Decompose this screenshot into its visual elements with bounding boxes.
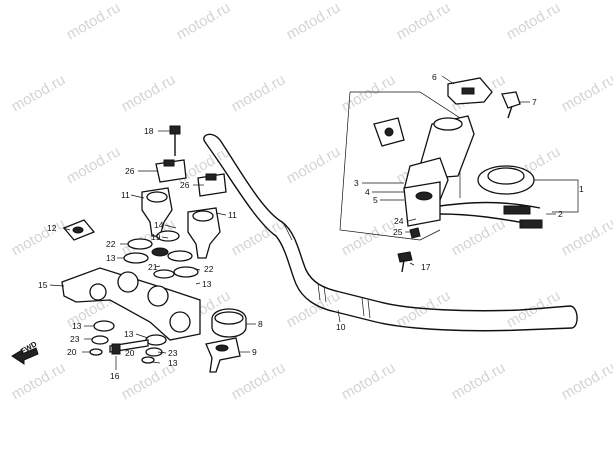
watermark-text: motod.ru (229, 71, 289, 115)
watermark-text: motod.ru (229, 359, 289, 403)
part-label-22-a: 22 (106, 239, 116, 249)
part-label-24: 24 (394, 216, 404, 226)
key-7 (501, 91, 521, 119)
part-label-13-d: 13 (124, 329, 134, 339)
part-label-7: 7 (532, 97, 537, 107)
part-label-23-b: 23 (168, 348, 178, 358)
part-label-25: 25 (393, 227, 403, 237)
watermark-text: motod.ru (284, 143, 344, 187)
part-label-8: 8 (258, 319, 263, 329)
watermark-text: motod.ru (9, 359, 69, 403)
part-label-3: 3 (354, 178, 359, 188)
damper-rubbers (123, 230, 199, 279)
part-label-19: 19 (151, 232, 161, 242)
watermark-text: motod.ru (284, 0, 344, 43)
watermark-text: motod.ru (449, 215, 509, 259)
part-label-26-right: 26 (180, 180, 190, 190)
part-label-5: 5 (373, 195, 378, 205)
watermark-text: motod.ru (449, 359, 509, 403)
screw-17 (397, 251, 413, 273)
watermark-text: motod.ru (339, 359, 399, 403)
key-cover-6 (447, 77, 493, 105)
ignition-switch-body (403, 115, 475, 227)
watermark-text: motod.ru (174, 0, 234, 43)
part-label-16: 16 (110, 371, 120, 381)
part-label-20-b: 20 (125, 348, 135, 358)
watermark-text: motod.ru (559, 71, 613, 115)
washer-12 (62, 219, 96, 241)
bolt-18 (169, 125, 181, 156)
watermark-text: motod.ru (9, 215, 69, 259)
upper-holder-cap-right (197, 173, 227, 197)
cable-clamp-9 (205, 337, 241, 373)
upper-holder-cap-left (155, 159, 187, 183)
part-label-23-a: 23 (70, 334, 80, 344)
screw-25 (409, 227, 421, 239)
watermark-text: motod.ru (504, 0, 564, 43)
part-label-21: 21 (148, 262, 158, 272)
part-label-13-c: 13 (72, 321, 82, 331)
fwd-arrow (11, 347, 39, 365)
handlebar (203, 133, 578, 332)
watermark-text: motod.ru (9, 71, 69, 115)
watermark-text: motod.ru (559, 215, 613, 259)
part-label-22-b: 22 (204, 264, 214, 274)
part-label-13-e: 13 (168, 358, 178, 368)
switch-bracket (373, 117, 405, 147)
part-label-13-b: 13 (202, 279, 212, 289)
part-label-10: 10 (336, 322, 346, 332)
ignition-wires (439, 201, 543, 229)
watermark-text: motod.ru (119, 71, 179, 115)
part-label-14: 14 (154, 220, 164, 230)
watermark-text: motod.ru (284, 287, 344, 331)
part-label-20-a: 20 (67, 347, 77, 357)
part-label-9: 9 (252, 347, 257, 357)
cable-guide-8 (211, 308, 247, 338)
stem-bolt-16 (109, 339, 149, 355)
part-label-11-left: 11 (121, 190, 130, 200)
leader-lines (49, 75, 579, 370)
part-label-1: 1 (579, 184, 584, 194)
part-label-17: 17 (421, 262, 431, 272)
part-label-6: 6 (432, 72, 437, 82)
watermark-text: motod.ru (64, 143, 124, 187)
part-label-12: 12 (47, 223, 57, 233)
watermark-text: motod.ru (229, 215, 289, 259)
top-bridge (61, 267, 201, 341)
switch-cover-1 (477, 165, 535, 195)
part-label-13-a: 13 (106, 253, 116, 263)
watermark-text: motod.ru (394, 0, 454, 43)
part-label-26-left: 26 (125, 166, 135, 176)
watermark-text: motod.ru (64, 0, 124, 43)
watermark-text: motod.ru (559, 359, 613, 403)
watermark-text: motod.ru (339, 215, 399, 259)
watermark-text: motod.ru (339, 71, 399, 115)
part-label-11-right: 11 (228, 210, 237, 220)
lower-washers (89, 320, 167, 364)
handlebar-holder-right (187, 207, 221, 259)
part-label-4: 4 (365, 187, 370, 197)
part-label-2: 2 (558, 209, 563, 219)
part-label-15: 15 (38, 280, 48, 290)
part-label-18: 18 (144, 126, 154, 136)
